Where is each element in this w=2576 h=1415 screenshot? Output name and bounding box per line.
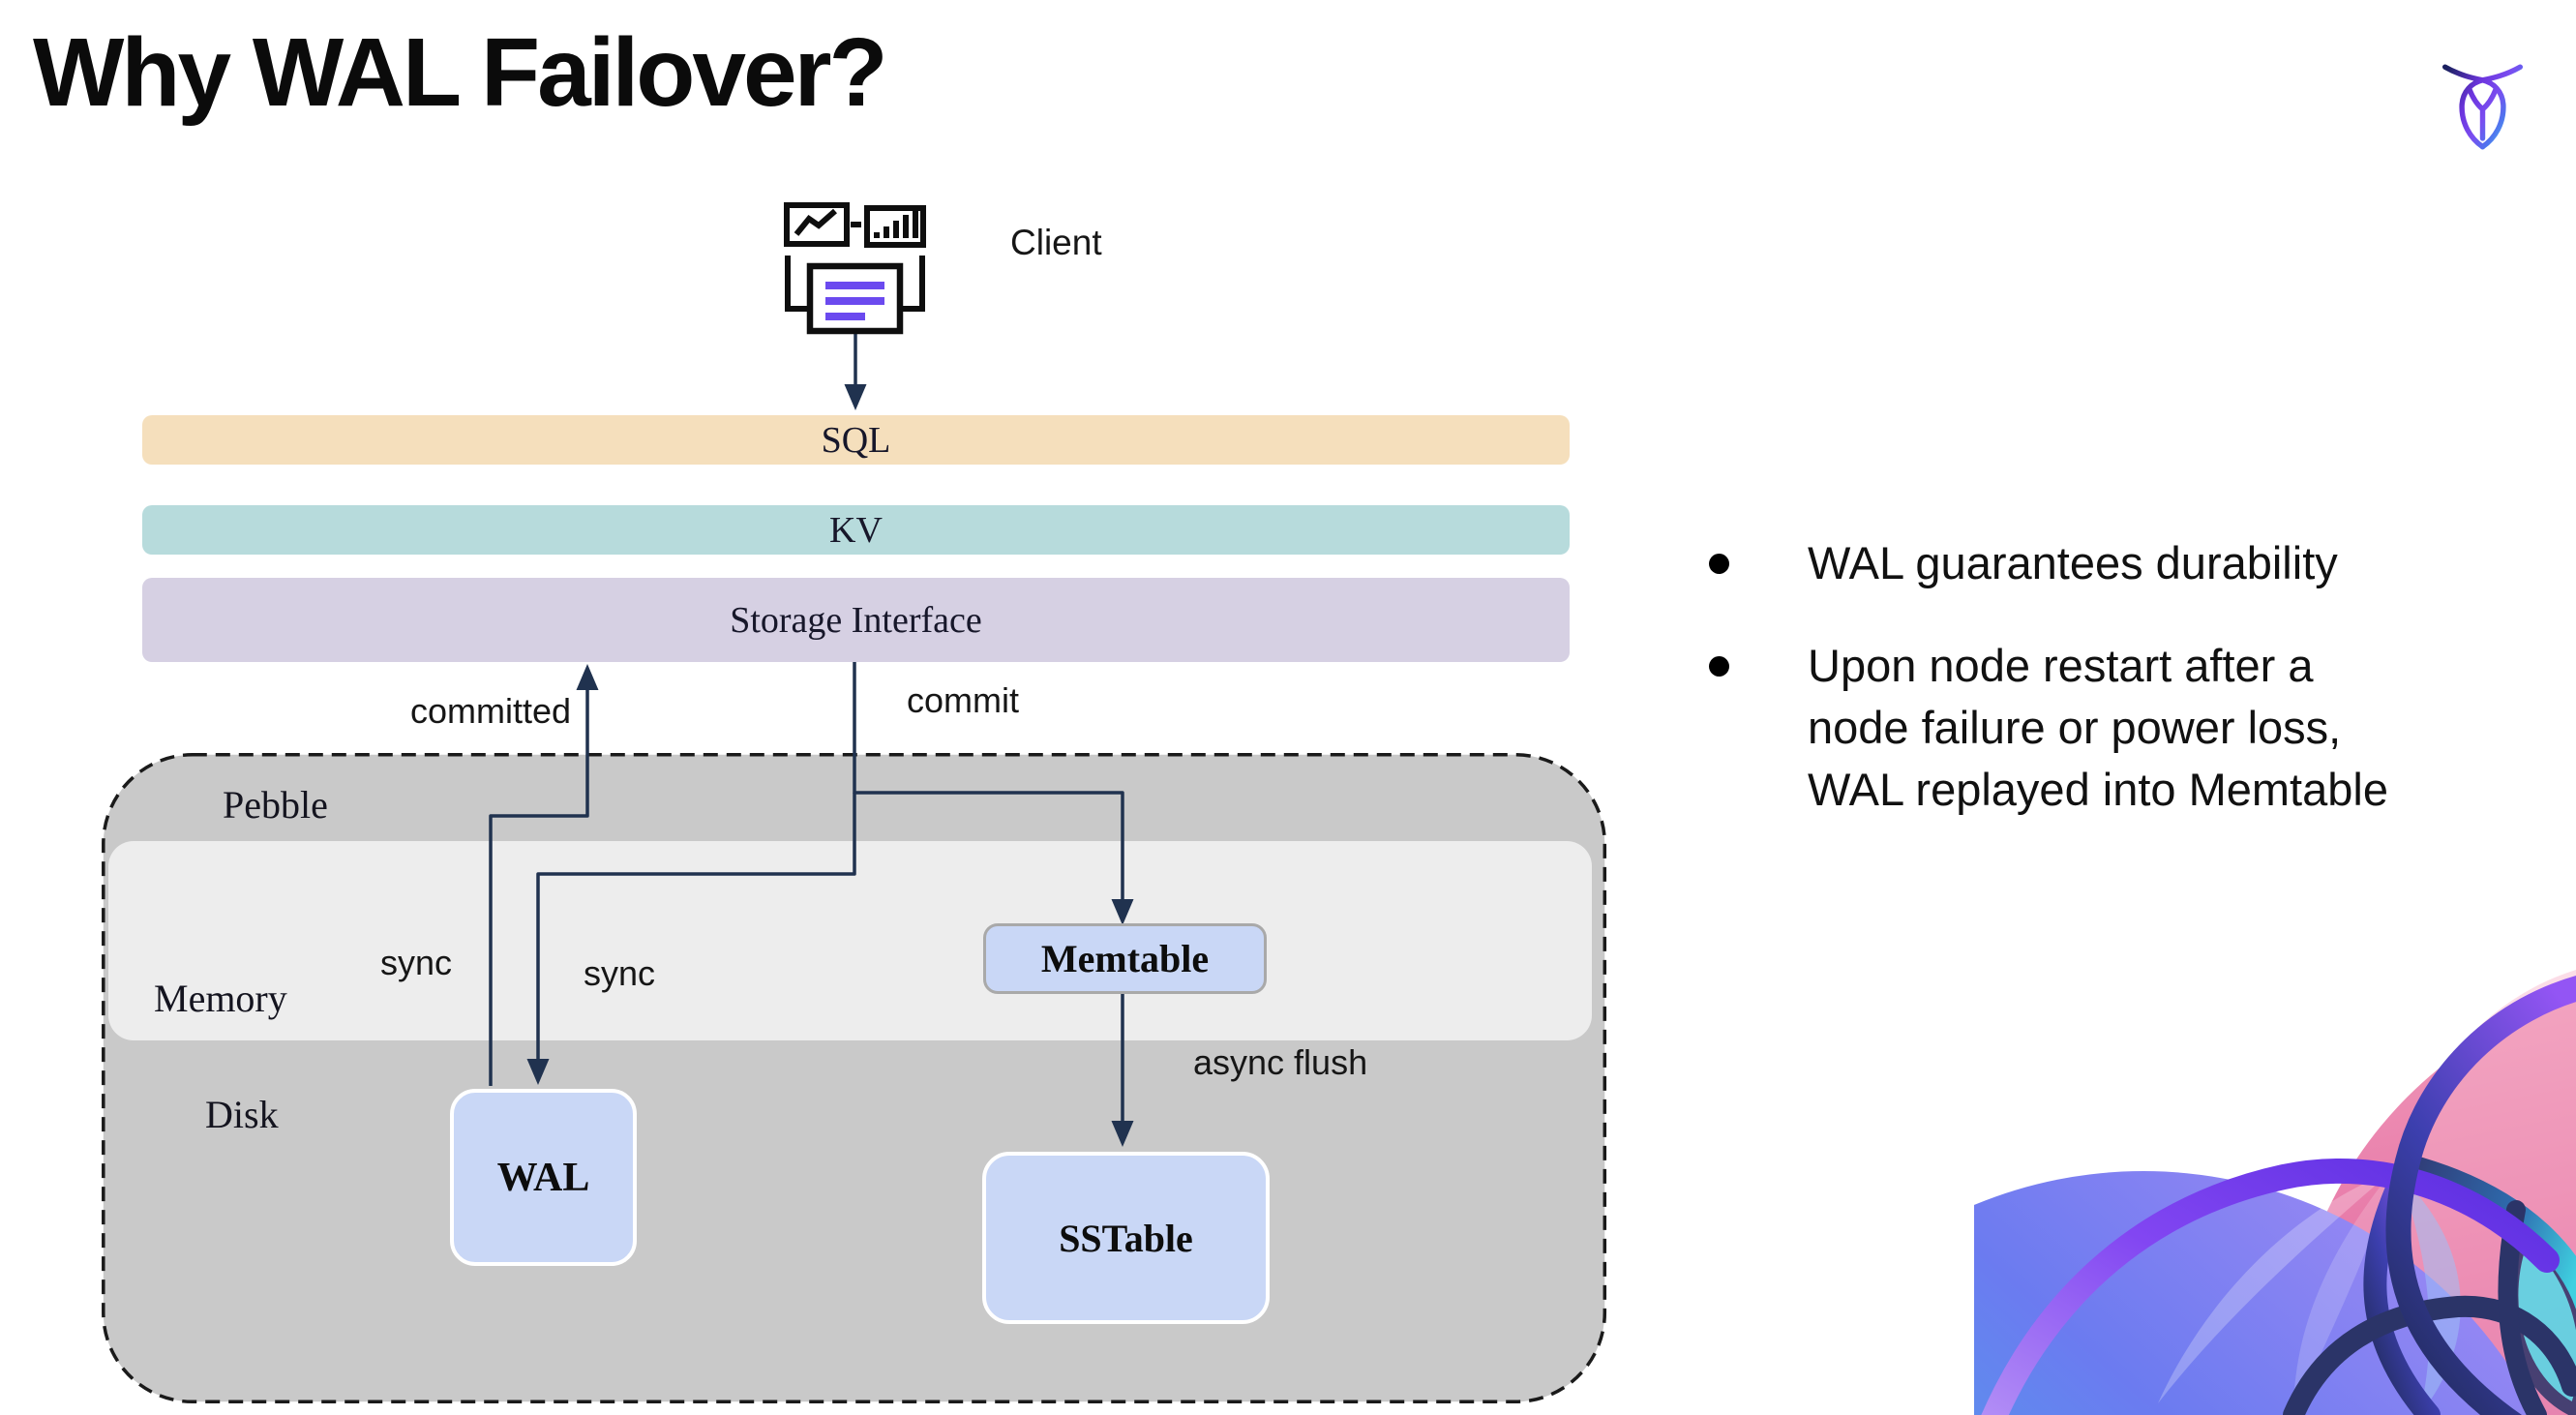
- arrowhead-sync-wal: [526, 1059, 550, 1085]
- layer-bar-sql-label: SQL: [821, 419, 891, 461]
- client-app-windows-icon: [784, 202, 926, 335]
- arrow-committed-up: [489, 689, 589, 1086]
- bullet-dot-icon: [1709, 554, 1729, 574]
- disk-label: Disk: [205, 1093, 279, 1136]
- layer-bar-storage-label: Storage Interface: [730, 599, 982, 641]
- memory-band: [108, 841, 1592, 1040]
- layer-bar-storage-interface: Storage Interface: [142, 578, 1570, 662]
- bullet-list: WAL guarantees durability Upon node rest…: [1709, 532, 2561, 821]
- wal-box: WAL: [450, 1089, 637, 1266]
- wal-box-label: WAL: [496, 1155, 590, 1200]
- bullet-dot-icon: [1709, 655, 1729, 677]
- cockroachdb-logo-icon: [2441, 64, 2524, 150]
- arrowhead-async-sstable: [1111, 1121, 1134, 1147]
- layer-bar-sql: SQL: [142, 415, 1570, 465]
- arrow-commit-down: [853, 662, 1124, 900]
- layer-bar-kv: KV: [142, 505, 1570, 555]
- brand-art-graphic: [1974, 970, 2576, 1415]
- bullet-item: Upon node restart after a node failure o…: [1709, 635, 2561, 821]
- memtable-box-label: Memtable: [1040, 937, 1210, 980]
- bullet-text: WAL guarantees durability: [1808, 537, 2338, 588]
- pebble-label: Pebble: [223, 783, 328, 827]
- page-title: Why WAL Failover?: [33, 18, 888, 127]
- arrow-sync-to-wal: [536, 793, 856, 1060]
- memtable-box: Memtable: [983, 923, 1267, 994]
- arrowhead-commit-memtable: [1111, 899, 1134, 925]
- bullet-text: Upon node restart after a node failure o…: [1808, 639, 2388, 815]
- commit-arrow-label: commit: [907, 680, 1019, 720]
- arrowhead-committed: [576, 664, 599, 690]
- bullet-item: WAL guarantees durability: [1709, 532, 2561, 594]
- client-label: Client: [1010, 223, 1102, 262]
- async-flush-arrow-label: async flush: [1193, 1042, 1368, 1082]
- layer-bar-kv-label: KV: [829, 509, 883, 551]
- sync-left-arrow-label: sync: [380, 943, 453, 982]
- sync-right-arrow-label: sync: [584, 953, 656, 993]
- sstable-box: SSTable: [982, 1152, 1270, 1324]
- sstable-box-label: SSTable: [1059, 1216, 1193, 1260]
- committed-arrow-label: committed: [410, 691, 572, 731]
- memory-label: Memory: [154, 977, 287, 1020]
- arrowhead-client: [844, 384, 867, 410]
